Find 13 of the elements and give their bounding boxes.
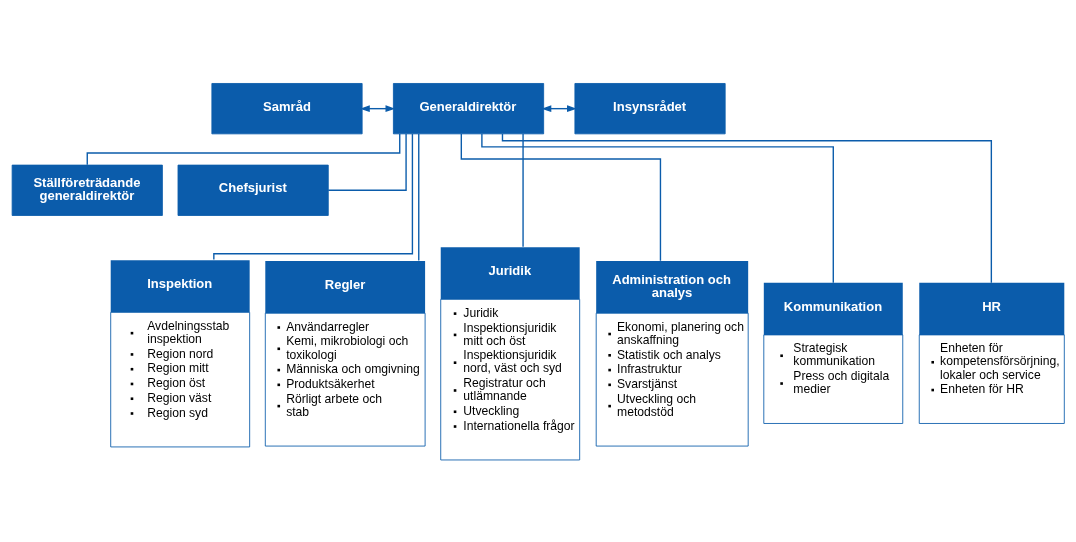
connector	[213, 132, 414, 260]
connector	[327, 132, 407, 191]
node-box: Samråd	[211, 82, 363, 134]
node-box: Insynsrådet	[574, 82, 726, 134]
connector	[418, 132, 420, 261]
connector	[522, 132, 524, 247]
node-box: Chefsjurist	[177, 164, 329, 216]
connector	[86, 132, 401, 165]
connector	[481, 132, 834, 283]
node-box: Generaldirektör	[392, 82, 545, 134]
connector	[501, 132, 993, 283]
node-box: Ställföreträdande generaldirektör	[11, 164, 163, 216]
connector	[460, 132, 662, 261]
